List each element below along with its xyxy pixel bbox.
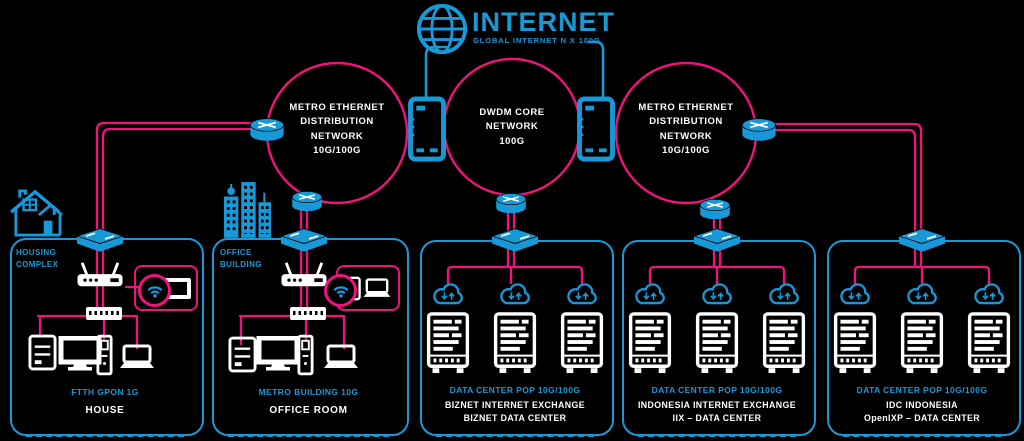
switch-dc1-icon — [489, 227, 541, 255]
house-icon — [10, 189, 64, 237]
globe-icon — [415, 2, 469, 56]
server-rack-icon — [695, 312, 739, 374]
housing-client-devices-frame — [134, 265, 198, 311]
nas-office-icon — [228, 336, 257, 373]
server-rack-icon — [967, 312, 1011, 374]
router-dc2-icon — [698, 198, 732, 222]
housing-link-label: FTTH GPON 1G — [71, 387, 139, 397]
housing-name-label: HOUSE — [85, 405, 125, 416]
cloud-upload-icon — [564, 281, 600, 308]
laptop-small-office-icon — [362, 278, 392, 300]
lan-switch-office-icon — [290, 307, 326, 320]
cloud-download-icon — [837, 281, 873, 308]
cloud-icon — [904, 281, 940, 308]
dc2-box-underline — [638, 435, 796, 437]
internet-title: INTERNET — [472, 7, 615, 37]
office-link-label: METRO BUILDING 10G — [258, 387, 359, 397]
server-rack-icon — [560, 312, 604, 374]
dwdm-core-label: DWDM CORE NETWORK 100G — [479, 107, 545, 147]
server-rack-icon — [493, 312, 537, 374]
dwdm-transponder-left-icon — [407, 96, 447, 162]
cloud-upload-icon — [971, 281, 1007, 308]
housing-area-label: HOUSING COMPLEX — [16, 248, 59, 270]
router-office-icon — [290, 190, 324, 214]
building-icon — [222, 180, 272, 238]
dc3-name-label: IDC INDONESIA OpenIXP – DATA CENTER — [863, 400, 981, 424]
dc3-link-label: DATA CENTER POP 10G/100G — [856, 385, 988, 395]
metro-right-label: METRO ETHERNET DISTRIBUTION NETWORK 10G/… — [638, 102, 734, 156]
lan-switch-housing-icon — [86, 307, 122, 320]
cloud-download-icon — [632, 281, 668, 308]
switch-dc2-icon — [691, 227, 743, 255]
office-box-underline — [228, 435, 389, 437]
housing-box-underline — [26, 435, 184, 437]
dc2-link-label: DATA CENTER POP 10G/100G — [651, 385, 783, 395]
laptop-housing-icon — [118, 344, 156, 372]
dc1-box-underline — [436, 435, 594, 437]
wifi-signal-office-icon — [324, 274, 357, 307]
server-rack-icon — [628, 312, 672, 374]
router-metro-right-icon — [740, 117, 778, 144]
desktop-monitor-office-icon — [256, 336, 300, 372]
cloud-icon — [497, 281, 533, 308]
wifi-signal-housing-icon — [138, 274, 171, 307]
router-metro-left-icon — [248, 117, 286, 144]
server-rack-icon — [833, 312, 877, 374]
cloud-icon — [699, 281, 735, 308]
office-name-label: OFFICE ROOM — [269, 405, 348, 416]
server-rack-icon — [900, 312, 944, 374]
server-rack-icon — [426, 312, 470, 374]
dc2-name-label: INDONESIA INTERNET EXCHANGE IIX – DATA C… — [637, 400, 797, 424]
cloud-download-icon — [430, 281, 466, 308]
server-rack-icon — [762, 312, 806, 374]
pc-tower-office-icon — [297, 334, 314, 376]
dc1-name-label: BIZNET INTERNET EXCHANGE BIZNET DATA CEN… — [444, 400, 586, 424]
dc3-box-underline — [843, 435, 1001, 437]
dc1-link-label: DATA CENTER POP 10G/100G — [449, 385, 581, 395]
dwdm-transponder-right-icon — [576, 96, 616, 162]
laptop-office-icon — [322, 344, 360, 372]
switch-dc3-icon — [896, 227, 948, 255]
switch-office-icon — [278, 227, 330, 255]
internet-subtitle: GLOBAL INTERNET N X 100G — [473, 36, 601, 45]
wifi-router-office-icon — [278, 260, 330, 290]
switch-housing-icon — [74, 227, 126, 255]
wifi-router-housing-icon — [74, 260, 126, 290]
pc-tower-housing-icon — [96, 334, 113, 376]
metro-left-label: METRO ETHERNET DISTRIBUTION NETWORK 10G/… — [289, 102, 385, 156]
cloud-upload-icon — [766, 281, 802, 308]
router-core-icon — [494, 192, 528, 216]
office-area-label: OFFICE BUILDING — [220, 248, 262, 270]
nas-housing-icon — [28, 334, 57, 371]
